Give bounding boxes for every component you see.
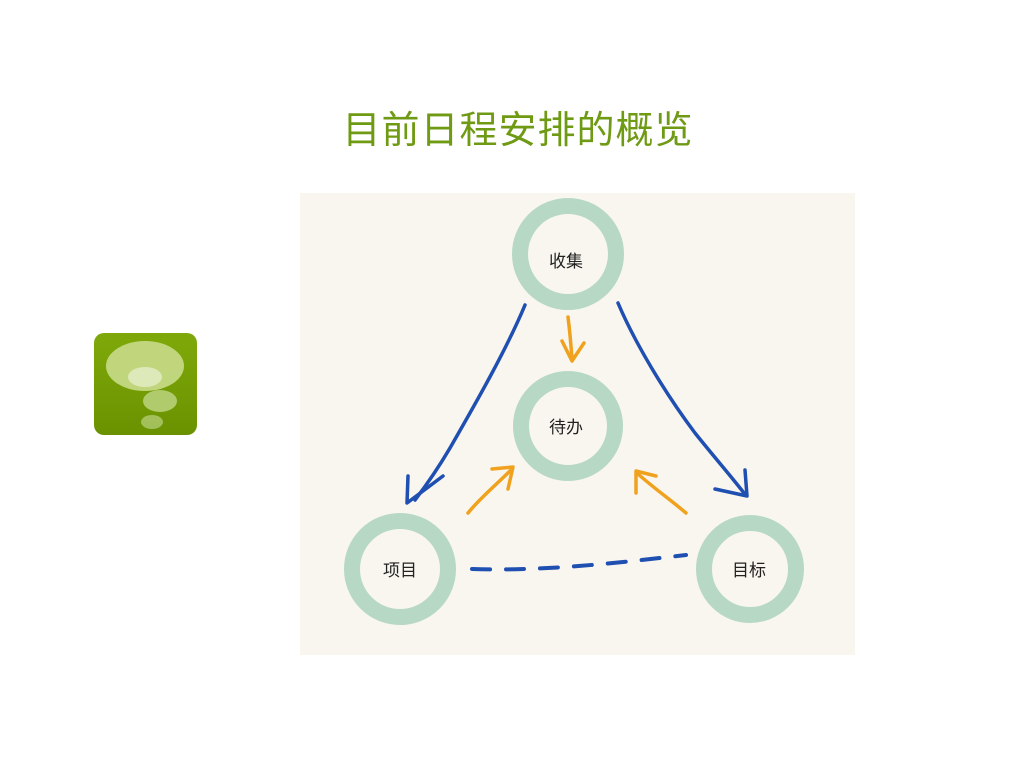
node-project: 项目 [344, 513, 456, 625]
node-project-label: 项目 [383, 561, 417, 581]
node-todo: 待办 [513, 371, 623, 481]
edge-project-goal-dashed [470, 553, 688, 572]
edge-goal-to-todo [634, 469, 688, 515]
thought-bubble-icon [94, 333, 197, 435]
node-collect: 收集 [512, 198, 624, 310]
node-goal: 目标 [696, 515, 804, 623]
node-todo-label: 待办 [549, 418, 583, 438]
diagram-panel: 收集 待办 项目 目标 [300, 193, 855, 655]
slide-title: 目前日程安排的概览 [342, 108, 694, 152]
node-collect-label: 收集 [549, 252, 583, 272]
node-goal-label: 目标 [732, 561, 766, 581]
edge-collect-to-goal [616, 301, 749, 498]
edge-collect-to-project [405, 303, 527, 505]
cycle-diagram: 收集 待办 项目 目标 [344, 198, 804, 625]
edge-collect-to-todo [560, 315, 586, 363]
edge-project-to-todo [466, 465, 515, 515]
